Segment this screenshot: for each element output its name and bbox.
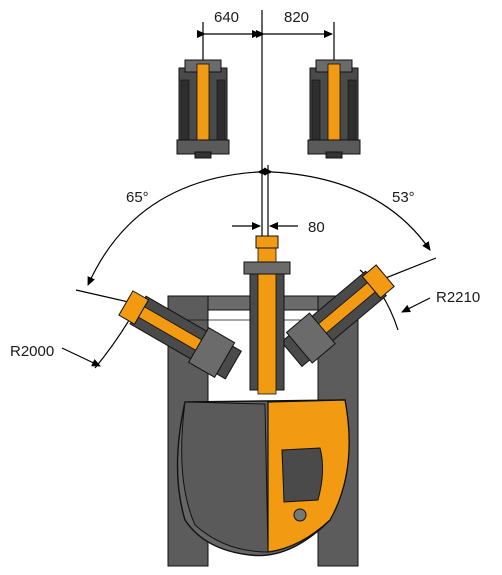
offset-dimension: 640 820: [197, 9, 335, 268]
boom-offset-right: [307, 59, 361, 159]
swing-left-angle-label: 65°: [126, 189, 149, 206]
upper-structure: [176, 399, 350, 557]
boom-swung-right: [280, 264, 395, 368]
swing-right-angle-label: 53°: [392, 189, 415, 206]
offset-right-label: 820: [284, 9, 309, 26]
swing-angle-arcs: 65° 53°: [87, 167, 431, 286]
boom-swung-left: [118, 290, 242, 380]
radius-right-label: R2210: [436, 289, 480, 306]
boom-width-dimension: 80: [232, 219, 325, 236]
radius-left-label: R2000: [10, 343, 54, 360]
offset-left-label: 640: [214, 9, 239, 26]
boom-offset-left: [176, 59, 230, 159]
boom-width-label: 80: [308, 219, 325, 236]
boom-center: [243, 235, 291, 395]
